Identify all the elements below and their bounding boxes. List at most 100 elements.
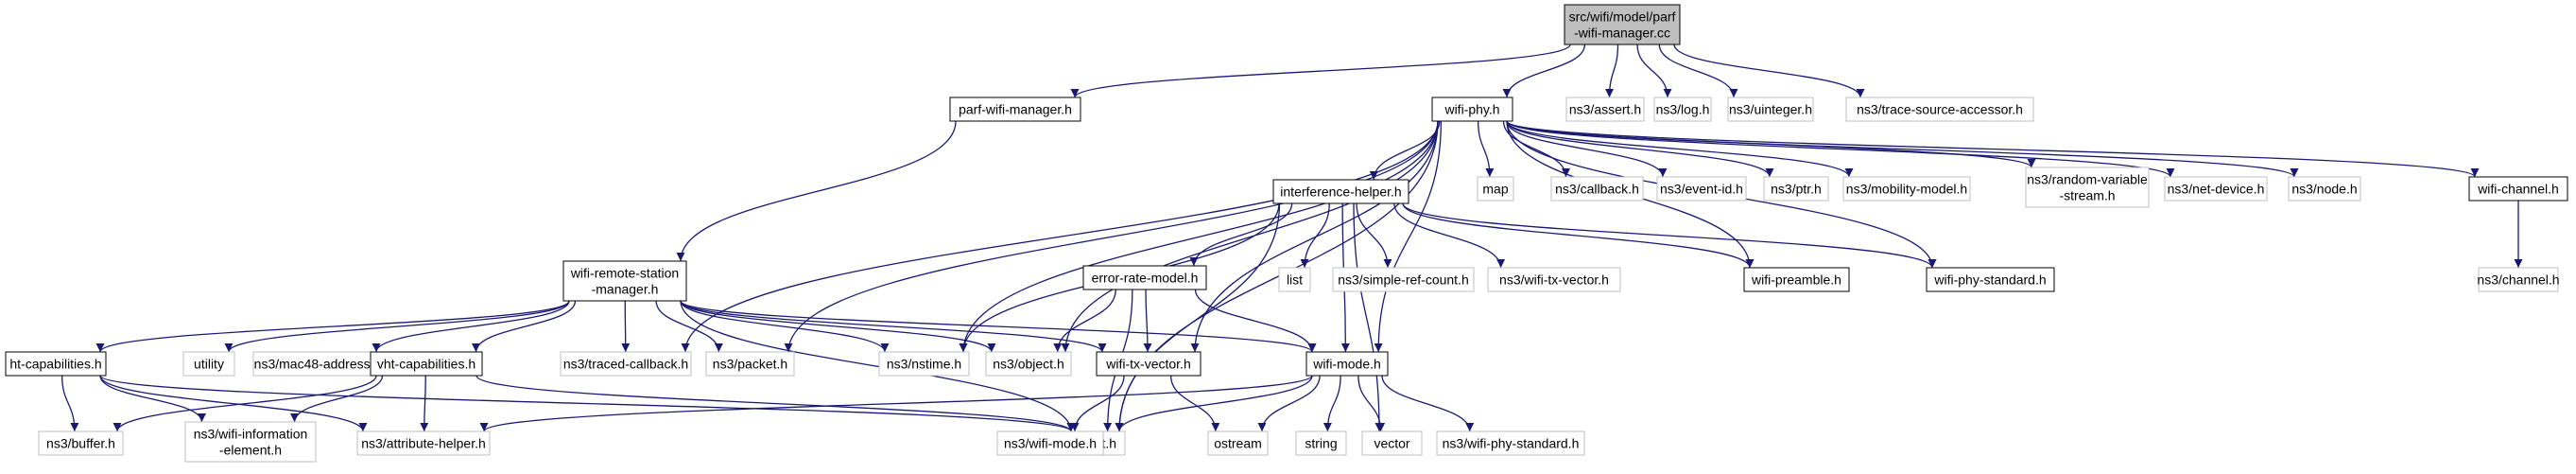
- node-ptr-label-0: ns3/ptr.h: [1771, 182, 1822, 197]
- node-channel[interactable]: wifi-channel.h: [2468, 176, 2568, 202]
- edge-root-to-trace: [1673, 44, 1865, 98]
- node-phy[interactable]: wifi-phy.h: [1431, 97, 1513, 122]
- node-mobility-label-0: ns3/mobility-model.h: [1846, 182, 1967, 197]
- node-parf[interactable]: parf-wifi-manager.h: [949, 97, 1081, 122]
- node-buffer-label-0: ns3/buffer.h: [46, 436, 115, 451]
- node-channel-label-0: wifi-channel.h: [2477, 182, 2559, 197]
- node-wrsm[interactable]: wifi-remote-station-manager.h: [562, 260, 687, 302]
- edge-wrsm-to-stdint: [680, 300, 1076, 432]
- node-trace-label-0: ns3/trace-source-accessor.h: [1857, 102, 2023, 117]
- node-utility-box: [182, 351, 235, 377]
- edge-errmodel-to-mode: [1194, 289, 1317, 353]
- edge-mode-to-vector: [1357, 375, 1386, 432]
- edge-htcap-to-buffer: [61, 375, 79, 432]
- node-vector-label-0: vector: [1374, 436, 1409, 451]
- edge-wrsm-to-mac48: [372, 300, 570, 353]
- edge-wrsm-to-packet: [655, 300, 723, 353]
- node-mode[interactable]: wifi-mode.h: [1305, 351, 1389, 377]
- node-ihelper-box: [1272, 179, 1409, 204]
- node-ns3phystd: ns3/wifi-phy-standard.h: [1436, 430, 1585, 456]
- node-preamble[interactable]: wifi-preamble.h: [1743, 267, 1850, 292]
- node-random-label-1: -stream.h: [2059, 188, 2115, 203]
- edge-ihelper-to-stdint: [1115, 202, 1281, 432]
- node-phystd[interactable]: wifi-phy-standard.h: [1926, 267, 2055, 292]
- node-vhtcap[interactable]: vht-capabilities.h: [370, 351, 483, 377]
- node-trace: ns3/trace-source-accessor.h: [1845, 97, 2034, 122]
- node-preamble-label-0: wifi-preamble.h: [1751, 272, 1841, 288]
- node-mode-label-0: wifi-mode.h: [1312, 357, 1381, 372]
- node-utility: utility: [182, 351, 235, 377]
- node-string-label-0: string: [1305, 436, 1337, 451]
- node-buffer: ns3/buffer.h: [38, 430, 124, 456]
- edge-mode-to-attrhelper: [479, 375, 1313, 432]
- edge-mode-to-string: [1323, 375, 1341, 432]
- edge-phy-to-eventid: [1506, 120, 1668, 178]
- edge-ihelper-to-ns3txvec: [1393, 202, 1506, 269]
- edge-phy-to-netdevice: [1506, 120, 2175, 178]
- edge-ihelper-to-errmodel: [1189, 202, 1293, 267]
- node-callback: ns3/callback.h: [1550, 176, 1644, 202]
- edge-wrsm-to-tracedcb: [621, 300, 631, 353]
- node-ns3mode-box: [996, 430, 1104, 456]
- node-preamble-box: [1743, 267, 1850, 292]
- node-root[interactable]: src/wifi/model/parf-wifi-manager.cc: [1564, 4, 1681, 45]
- edge-txvec-to-ostream: [1169, 375, 1220, 432]
- edge-wrsm-to-utility: [224, 300, 570, 353]
- node-root-box: [1564, 4, 1681, 45]
- node-ihelper[interactable]: interference-helper.h: [1272, 179, 1409, 204]
- edge-root-to-phy: [1502, 44, 1586, 98]
- node-log-label-0: ns3/log.h: [1656, 102, 1710, 117]
- node-string: string: [1295, 430, 1347, 456]
- node-mobility-box: [1842, 176, 1971, 202]
- node-packet-label-0: ns3/packet.h: [713, 357, 787, 372]
- node-ns3channel-box: [2478, 267, 2559, 292]
- edge-phy-to-nstime: [959, 120, 1439, 353]
- node-wrsm-label-0: wifi-remote-station: [570, 266, 679, 281]
- node-ns3mode: ns3/wifi-mode.h: [996, 430, 1104, 456]
- node-htcap-label-0: ht-capabilities.h: [9, 357, 101, 372]
- node-errmodel[interactable]: error-rate-model.h: [1082, 265, 1207, 290]
- node-node-label-0: ns3/node.h: [2291, 182, 2357, 197]
- node-attrhelper: ns3/attribute-helper.h: [356, 430, 491, 456]
- node-phystd-label-0: wifi-phy-standard.h: [1933, 272, 2046, 288]
- node-packet-box: [705, 351, 795, 377]
- node-htcap[interactable]: ht-capabilities.h: [5, 351, 107, 377]
- edge-htcap-to-attrhelper: [99, 375, 368, 432]
- node-attrhelper-box: [356, 430, 491, 456]
- edge-ihelper-to-list: [1300, 202, 1330, 269]
- node-ns3phystd-box: [1436, 430, 1585, 456]
- node-list-label-0: list: [1287, 272, 1303, 288]
- edge-wrsm-to-nstime: [680, 300, 890, 353]
- node-infoel-label-0: ns3/wifi-information: [194, 427, 308, 442]
- edge-phy-to-channel: [1506, 120, 2480, 178]
- node-node-box: [2288, 176, 2361, 202]
- node-random-label-0: ns3/random-variable: [2027, 172, 2148, 187]
- node-map-label-0: map: [1482, 182, 1508, 197]
- node-mode-box: [1305, 351, 1389, 377]
- node-tracedcb-box: [560, 351, 692, 377]
- node-mac48-box: [252, 351, 383, 377]
- edge-txvec-to-ns3mode: [1070, 375, 1125, 432]
- node-object: ns3/object.h: [985, 351, 1072, 377]
- node-vector-box: [1361, 430, 1423, 456]
- node-txvec-box: [1096, 351, 1202, 377]
- node-ostream-box: [1207, 430, 1269, 456]
- node-infoel-box: [184, 421, 317, 463]
- edge-phy-to-mode: [1374, 120, 1443, 353]
- node-assert-box: [1565, 97, 1645, 122]
- node-ns3txvec-label-0: ns3/wifi-tx-vector.h: [1499, 272, 1609, 288]
- node-attrhelper-label-0: ns3/attribute-helper.h: [361, 436, 486, 451]
- node-nstime-label-0: ns3/nstime.h: [887, 357, 961, 372]
- edge-root-to-log: [1636, 44, 1672, 98]
- node-txvec[interactable]: wifi-tx-vector.h: [1096, 351, 1202, 377]
- edge-vhtcap-to-infoel: [290, 375, 384, 423]
- node-simpleref: ns3/simple-ref-count.h: [1332, 267, 1475, 292]
- edge-ihelper-to-preamble: [1402, 202, 1755, 269]
- node-ptr-box: [1763, 176, 1829, 202]
- node-eventid-box: [1656, 176, 1747, 202]
- node-list: list: [1278, 267, 1311, 292]
- edge-phy-to-mobility: [1506, 120, 1854, 178]
- edge-root-to-assert: [1605, 44, 1619, 98]
- node-map: map: [1477, 176, 1514, 202]
- edge-mode-to-stdint: [1115, 375, 1313, 432]
